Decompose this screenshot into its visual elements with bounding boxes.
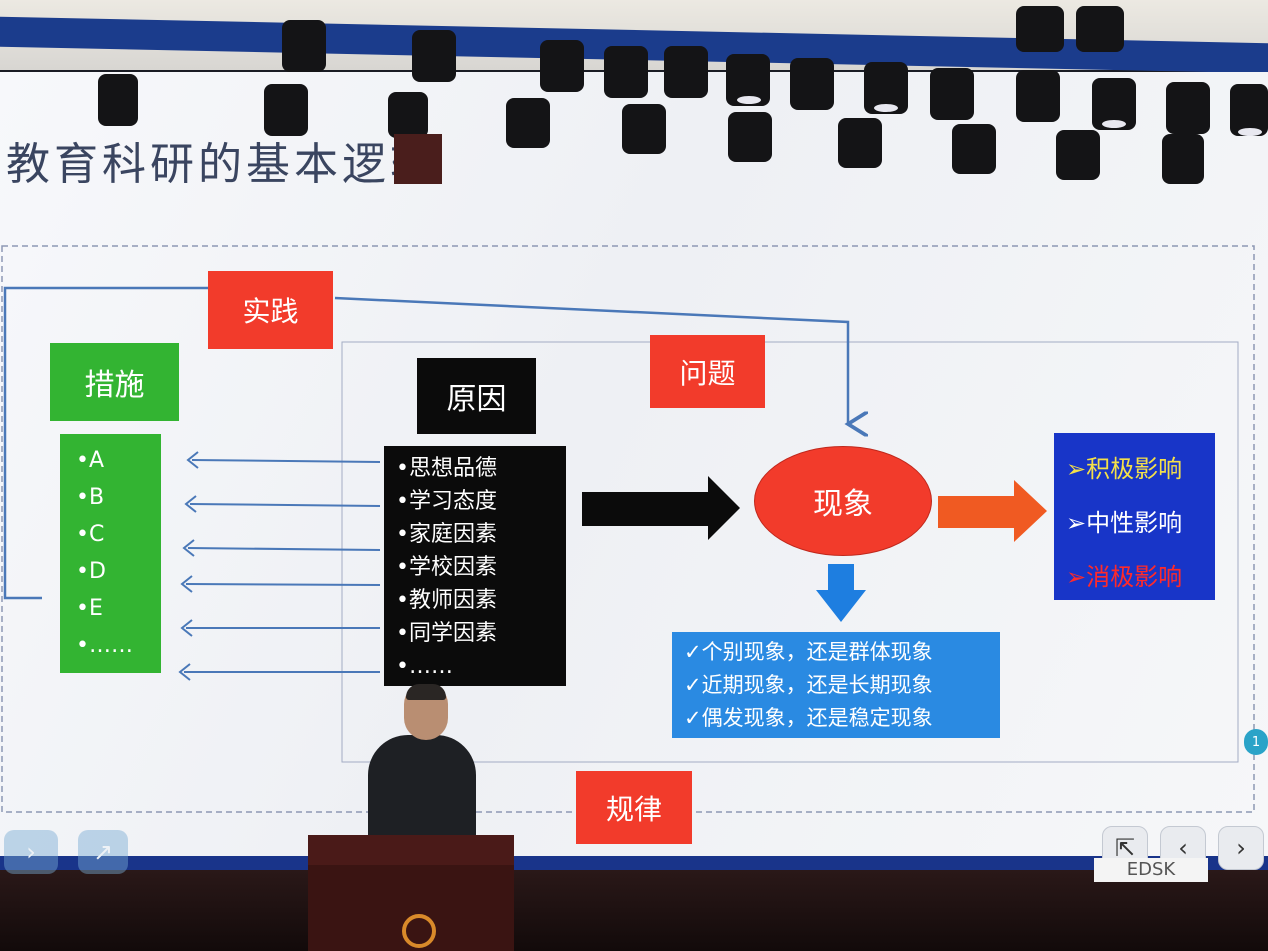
chevron-left-icon: ‹ — [1178, 834, 1188, 862]
next-slide-button[interactable]: › — [1218, 826, 1264, 870]
watermark: EDSK — [1094, 858, 1208, 882]
podium-logo — [402, 914, 436, 948]
speaker — [368, 735, 476, 835]
share-icon: ↗ — [92, 838, 114, 866]
analysis-item: ✓个别现象，还是群体现象 — [684, 640, 933, 664]
reason-item: •同学因素 — [396, 621, 497, 646]
arrow-reason-measure-4 — [185, 583, 381, 586]
reason-item: •家庭因素 — [396, 522, 497, 547]
analysis-item: ✓偶发现象，还是稳定现象 — [684, 706, 933, 730]
analysis-item: ✓近期现象，还是长期现象 — [684, 673, 933, 697]
label-law: 规律 — [576, 771, 692, 844]
measures-list: •A •B •C •D •E •…… — [60, 434, 161, 673]
arrow-reason-measure-1 — [191, 459, 381, 463]
share-ghost-button[interactable]: ↗ — [78, 830, 128, 874]
inner-frame — [341, 341, 1239, 763]
measure-item: •…… — [76, 633, 133, 658]
practice-loop-right — [334, 296, 848, 424]
reason-item: •思想品德 — [396, 456, 497, 481]
podium-top — [308, 835, 514, 865]
reasons-list: •思想品德 •学习态度 •家庭因素 •学校因素 •教师因素 •同学因素 •…… — [384, 446, 566, 686]
measure-item: •C — [76, 522, 105, 547]
reason-item: •学校因素 — [396, 555, 497, 580]
influence-box: ➢积极影响 ➢中性影响 ➢消极影响 — [1054, 433, 1215, 600]
reason-item: •…… — [396, 654, 453, 679]
analysis-box: ✓个别现象，还是群体现象 ✓近期现象，还是长期现象 ✓偶发现象，还是稳定现象 — [672, 632, 1000, 738]
label-practice: 实践 — [208, 271, 333, 349]
page-number-badge[interactable]: 1 — [1244, 729, 1268, 755]
chevron-right-icon: › — [1236, 834, 1246, 862]
slide-title: 教育科研的基本逻辑 — [6, 139, 438, 190]
reason-item: •教师因素 — [396, 588, 497, 613]
measures-header: 措施 — [50, 343, 179, 421]
reasons-header: 原因 — [417, 358, 536, 434]
arrow-reasons-to-phenomenon — [582, 476, 740, 540]
arrow-reason-measure-3 — [187, 547, 381, 551]
label-problem: 问题 — [650, 335, 765, 408]
influence-neutral: ➢中性影响 — [1066, 509, 1183, 537]
speaker-hair — [406, 684, 446, 700]
measure-item: •B — [76, 485, 105, 510]
practice-loop-left — [3, 286, 210, 600]
phenomenon-ellipse: 现象 — [754, 446, 932, 556]
influence-negative: ➢消极影响 — [1066, 563, 1183, 591]
influence-positive: ➢积极影响 — [1066, 455, 1183, 483]
chevron-right-icon: › — [26, 838, 36, 866]
arrow-phenomenon-to-analysis — [816, 564, 866, 622]
arrow-phenomenon-to-influence — [938, 480, 1047, 542]
measure-item: •A — [76, 448, 105, 473]
arrow-reason-measure-2 — [189, 503, 381, 507]
measure-item: •D — [76, 559, 106, 584]
share-icon: ⇱ — [1114, 834, 1136, 862]
stage-lights — [98, 6, 1268, 184]
nav-next-ghost-button[interactable]: › — [4, 830, 58, 874]
measure-item: •E — [76, 596, 103, 621]
reason-item: •学习态度 — [396, 489, 497, 514]
floor — [0, 870, 1268, 951]
